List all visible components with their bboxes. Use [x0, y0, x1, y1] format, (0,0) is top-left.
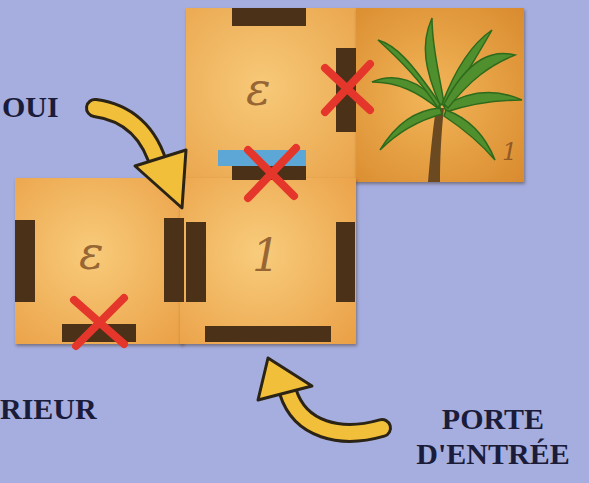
map-tile: ε	[186, 8, 356, 182]
caption-label: PORTE D'ENTRÉE	[400, 402, 586, 471]
tile-number: ε	[79, 230, 104, 276]
caption-label: OUI	[2, 90, 92, 125]
map-tile: 1	[356, 8, 524, 182]
tile-number: 1	[502, 140, 517, 164]
map-tile: 1	[180, 178, 356, 344]
map-tile: ε	[15, 178, 183, 344]
tile-number: ε	[246, 66, 271, 112]
caption-label: RIEUR	[0, 392, 120, 427]
yellow-arrow	[258, 358, 382, 433]
tile-number: 1	[252, 234, 280, 278]
